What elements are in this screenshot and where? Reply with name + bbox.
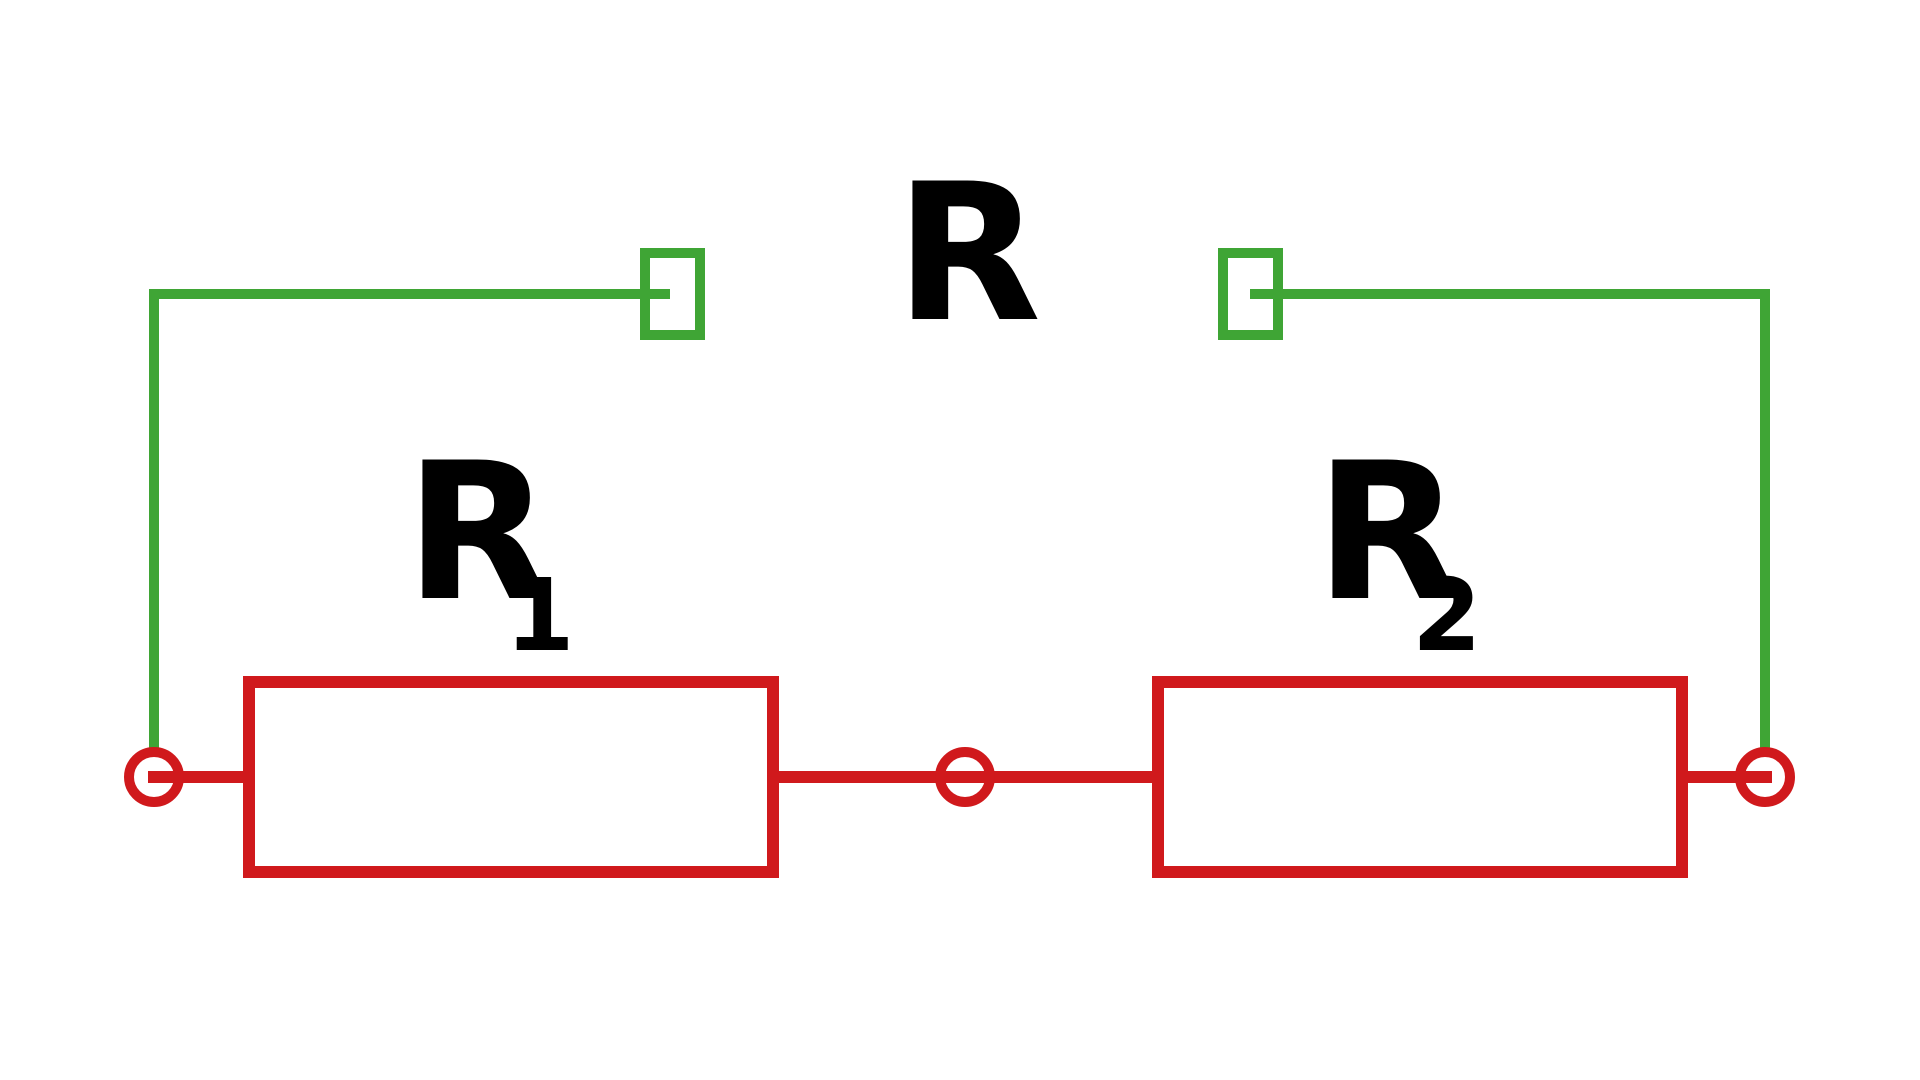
measurement-wire-right: [1250, 289, 1770, 760]
label-r1-letter: R: [405, 422, 551, 643]
label-r2: R 2: [1315, 422, 1482, 674]
measurement-lead-left: [149, 248, 705, 760]
label-r2-letter: R: [1315, 422, 1461, 643]
label-r1: R 1: [405, 422, 575, 674]
label-r1-subscript: 1: [505, 557, 575, 674]
resistor-r1: [243, 676, 779, 878]
label-total-resistance: R: [895, 143, 1041, 364]
measurement-terminal-left: [640, 248, 705, 340]
measurement-lead-right: [1218, 248, 1770, 760]
measurement-wire-left: [149, 289, 670, 760]
label-r2-subscript: 2: [1412, 557, 1482, 674]
measurement-terminal-right: [1218, 248, 1283, 340]
series-circuit: [124, 676, 1795, 878]
resistor-r2: [1152, 676, 1688, 878]
